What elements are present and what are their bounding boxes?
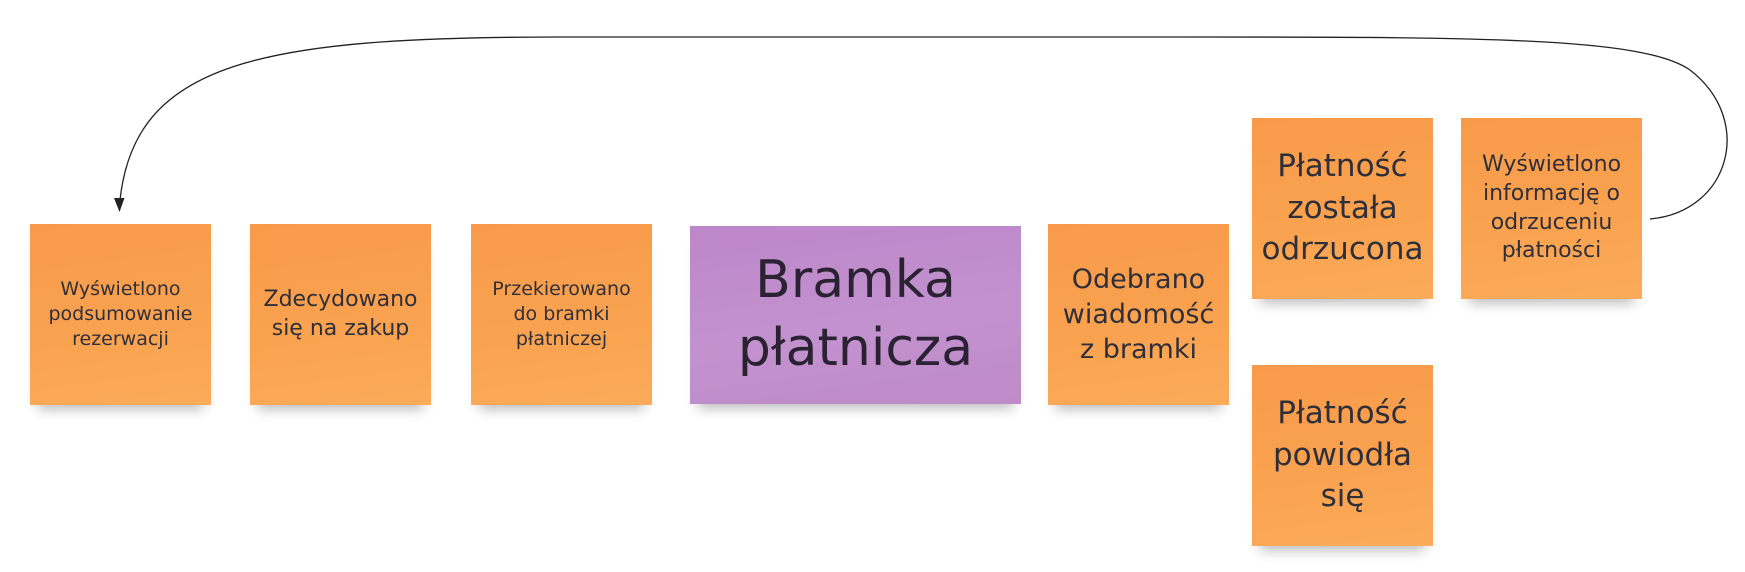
sticky-note-text: Bramka płatnicza bbox=[737, 250, 974, 378]
sticky-note-text: Przekierowano do bramki płatniczej bbox=[492, 278, 631, 350]
sticky-note-payment-gateway[interactable]: Bramka płatnicza bbox=[690, 226, 1021, 404]
sticky-note-text: Odebrano wiadomość z bramki bbox=[1062, 263, 1215, 366]
sticky-note-purchase-decided[interactable]: Zdecydowano się na zakup bbox=[250, 224, 431, 405]
arrow-head-icon bbox=[114, 198, 125, 212]
sticky-note-text: Wyświetlono podsumowanie rezerwacji bbox=[48, 278, 193, 350]
sticky-note-summary-displayed[interactable]: Wyświetlono podsumowanie rezerwacji bbox=[30, 224, 211, 405]
sticky-note-text: Płatność została odrzucona bbox=[1261, 147, 1424, 268]
sticky-note-gateway-message-received[interactable]: Odebrano wiadomość z bramki bbox=[1048, 224, 1229, 405]
sticky-note-rejection-info-displayed[interactable]: Wyświetlono informację o odrzuceniu płat… bbox=[1461, 118, 1642, 299]
sticky-note-redirected-to-gateway[interactable]: Przekierowano do bramki płatniczej bbox=[471, 224, 652, 405]
sticky-note-payment-succeeded[interactable]: Płatność powiodła się bbox=[1252, 365, 1433, 546]
sticky-note-text: Wyświetlono informację o odrzuceniu płat… bbox=[1481, 152, 1622, 264]
sticky-note-text: Płatność powiodła się bbox=[1272, 394, 1413, 515]
sticky-note-payment-rejected[interactable]: Płatność została odrzucona bbox=[1252, 118, 1433, 299]
sticky-note-text: Zdecydowano się na zakup bbox=[263, 286, 418, 341]
